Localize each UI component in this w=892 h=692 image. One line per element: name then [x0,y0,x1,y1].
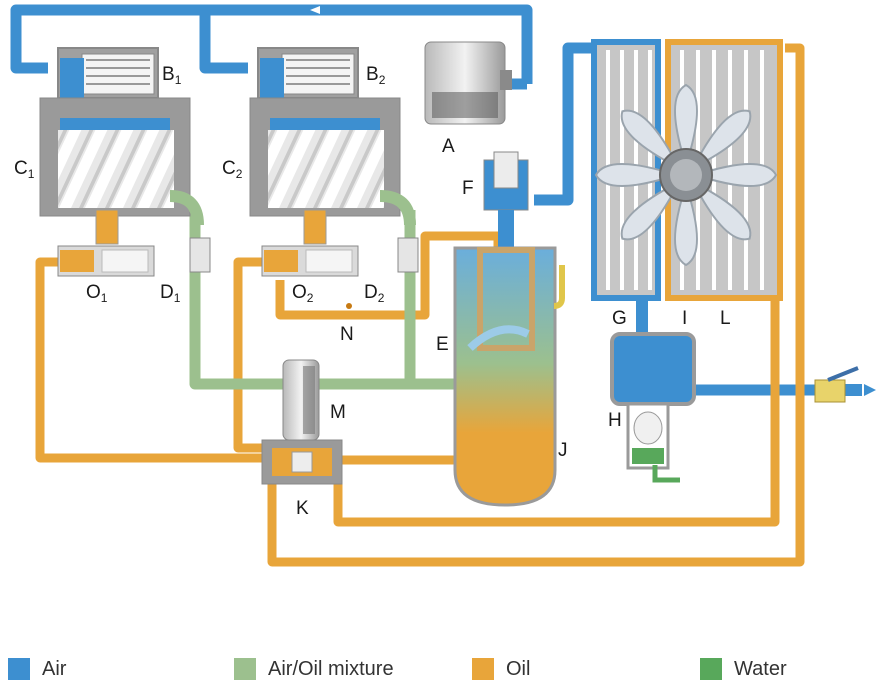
air-pipe-middle-branch [199,10,248,74]
label-O1: O1 [86,282,108,305]
check-valve-D2 [397,237,419,273]
spring-B2 [286,59,350,85]
label-D2: D2 [364,282,385,305]
label-N: N [340,324,354,345]
label-J: J [558,440,568,461]
label-O2: O2 [292,282,314,305]
legend-swatch-air [8,658,30,680]
label-D1: D1 [160,282,181,305]
legend-item-water: Water [700,656,787,682]
label-F: F [462,178,474,199]
cooling-fan-I [594,83,778,267]
point-N [346,303,352,309]
label-A: A [442,136,455,157]
label-K: K [296,498,309,519]
legend-swatch-water [700,658,722,680]
oil-pipe-O1-feed [35,257,268,463]
air-filter-A [424,41,512,125]
separator-element-E [477,247,535,351]
separator-tank-J [453,246,565,507]
spring-B1 [86,59,150,85]
screw-rotors-C1 [58,130,174,208]
label-G: G [612,308,627,329]
thermostatic-valve-K [261,439,343,485]
airend-air-top-1 [60,118,170,130]
oil-injection-2 [303,209,327,245]
compressor-unit-1 [39,47,211,277]
discharge-elbow-2 [379,190,416,226]
label-C2: C2 [222,158,243,181]
oil-pipe-inner-loop [333,290,780,527]
swirl-arrow [467,325,530,351]
component-labels: A B1 B2 C1 C2 D1 D2 O1 O2 N E F G H I J … [14,64,731,519]
compressor-flow-diagram: A B1 B2 C1 C2 D1 D2 O1 O2 N E F G H I J … [10,4,876,567]
oil-filter-M [282,359,320,441]
label-M: M [330,402,346,423]
air-pipe-to-cooler [534,42,598,206]
legend-item-air: Air [8,656,66,682]
label-H: H [608,410,622,431]
min-pressure-valve-F [483,151,529,250]
oil-pipe-main-return [267,43,805,567]
water-drain-line [652,465,680,483]
valve-handle [827,366,859,382]
ball-valve-outlet [814,379,846,403]
water-separator-H [610,298,859,483]
legend: Air Air/Oil mixture Oil Water [0,648,892,688]
oil-lines [35,43,805,567]
drain-float [633,411,663,445]
check-valve-D1 [189,237,211,273]
discharge-elbow-1 [169,190,204,226]
label-I: I [682,308,687,329]
air-lines [10,4,835,396]
legend-label-air: Air [42,657,67,680]
legend-swatch-oil [472,658,494,680]
dipstick [553,265,565,309]
oil-injection-1 [95,209,119,245]
label-B1: B1 [162,64,182,87]
screw-rotors-C2 [268,130,384,208]
legend-swatch-mixture [234,658,256,680]
label-E: E [436,334,449,355]
legend-label-mixture: Air/Oil mixture [268,657,394,680]
label-B2: B2 [366,64,386,87]
legend-item-mixture: Air/Oil mixture [234,656,394,682]
oil-pipe-O2-feed [233,257,275,453]
label-L: L [720,308,731,329]
legend-item-oil: Oil [472,656,530,682]
label-C1: C1 [14,158,35,181]
air-pipe-top-loop [10,4,533,84]
airend-air-top-2 [270,118,380,130]
legend-label-oil: Oil [506,657,531,680]
compressor-unit-2 [249,47,419,277]
cooler-block [591,39,783,301]
legend-label-water: Water [734,657,787,680]
